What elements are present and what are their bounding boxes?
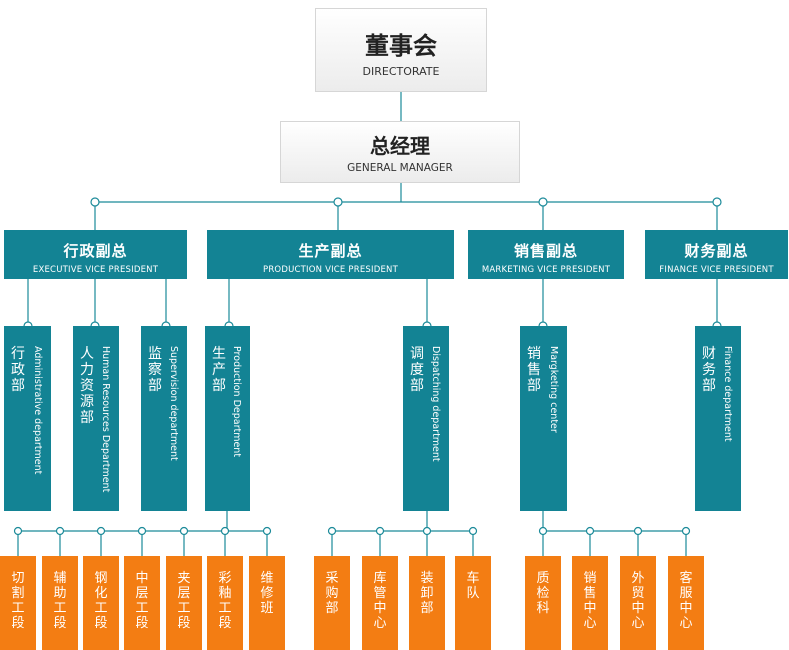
unit-label: 库管中心 [373,571,387,631]
directorate-box: 董事会 DIRECTORATE [315,8,487,92]
dept-supervision-zh: 监察部 [148,346,162,394]
vp-marketing-box: 销售副总 MARKETING VICE PRESIDENT [468,230,624,279]
dept-supervision-en: Supervision department [168,346,179,461]
unit-label: 车队 [466,571,480,601]
dept-production-zh: 生产部 [212,346,226,394]
dept-administrative-box: 行政部 Administrative department [4,326,51,511]
vp-finance-title: 财务副总 [684,242,749,260]
general-manager-title: 总经理 [370,134,430,158]
unit-label: 质检科 [536,571,550,616]
unit-label: 销售中心 [583,571,597,631]
dept-marketing-box: 销售部 Margketing center [520,326,567,511]
dept-finance-box: 财务部 Finance department [695,326,741,511]
vp-executive-subtitle: EXECUTIVE VICE PRESIDENT [32,265,159,275]
unit-label: 装卸部 [420,571,434,616]
unit-box: 切割工段 [0,556,36,650]
dept-marketing-zh: 销售部 [527,346,541,394]
dept-marketing-en: Margketing center [548,346,559,433]
vp-marketing-subtitle: MARKETING VICE PRESIDENT [481,265,611,275]
directorate-subtitle: DIRECTORATE [362,65,440,78]
dept-human-resources-box: 人力资源部 Human Resources Department [73,326,119,511]
dept-dispatching-zh: 调度部 [410,346,424,394]
unit-box: 维修班 [249,556,285,650]
unit-label: 中层工段 [135,571,149,631]
unit-box: 客服中心 [668,556,704,650]
directorate-title: 董事会 [365,32,437,60]
vp-production-box: 生产副总 PRODUCTION VICE PRESIDENT [207,230,454,279]
dept-administrative-zh: 行政部 [11,346,25,394]
unit-label: 钢化工段 [94,571,108,631]
unit-box: 库管中心 [362,556,398,650]
dept-production-en: Production Department [231,346,242,458]
vp-executive-title: 行政副总 [63,242,128,260]
dept-production-box: 生产部 Production Department [205,326,250,511]
unit-label: 夹层工段 [177,571,191,631]
unit-label: 维修班 [260,571,274,616]
unit-box: 车队 [455,556,491,650]
general-manager-subtitle: GENERAL MANAGER [347,162,453,174]
dept-administrative-en: Administrative department [32,346,43,475]
unit-box: 装卸部 [409,556,445,650]
dept-human-resources-zh: 人力资源部 [80,346,94,426]
unit-box: 夹层工段 [166,556,202,650]
dept-finance-zh: 财务部 [702,346,716,394]
vp-marketing-title: 销售副总 [513,242,578,260]
unit-label: 辅助工段 [53,571,67,631]
unit-box: 彩釉工段 [207,556,243,650]
unit-label: 外贸中心 [631,571,645,631]
unit-label: 切割工段 [11,571,25,631]
unit-box: 采购部 [314,556,350,650]
unit-box: 外贸中心 [620,556,656,650]
unit-box: 辅助工段 [42,556,78,650]
vp-finance-subtitle: FINANCE VICE PRESIDENT [659,265,774,275]
dept-dispatching-box: 调度部 Dispatching department [403,326,449,511]
general-manager-box: 总经理 GENERAL MANAGER [280,121,520,183]
unit-label: 采购部 [325,571,339,616]
dept-finance-en: Finance department [722,346,733,442]
vp-executive-box: 行政副总 EXECUTIVE VICE PRESIDENT [4,230,187,279]
unit-box: 钢化工段 [83,556,119,650]
vp-finance-box: 财务副总 FINANCE VICE PRESIDENT [645,230,788,279]
dept-supervision-box: 监察部 Supervision department [141,326,187,511]
vp-production-title: 生产副总 [298,242,363,260]
unit-box: 中层工段 [124,556,160,650]
vp-production-subtitle: PRODUCTION VICE PRESIDENT [263,265,398,275]
unit-box: 销售中心 [572,556,608,650]
unit-box: 质检科 [525,556,561,650]
dept-human-resources-en: Human Resources Department [100,346,111,493]
dept-dispatching-en: Dispatching department [430,346,441,462]
unit-label: 客服中心 [679,571,693,631]
unit-label: 彩釉工段 [218,571,232,631]
